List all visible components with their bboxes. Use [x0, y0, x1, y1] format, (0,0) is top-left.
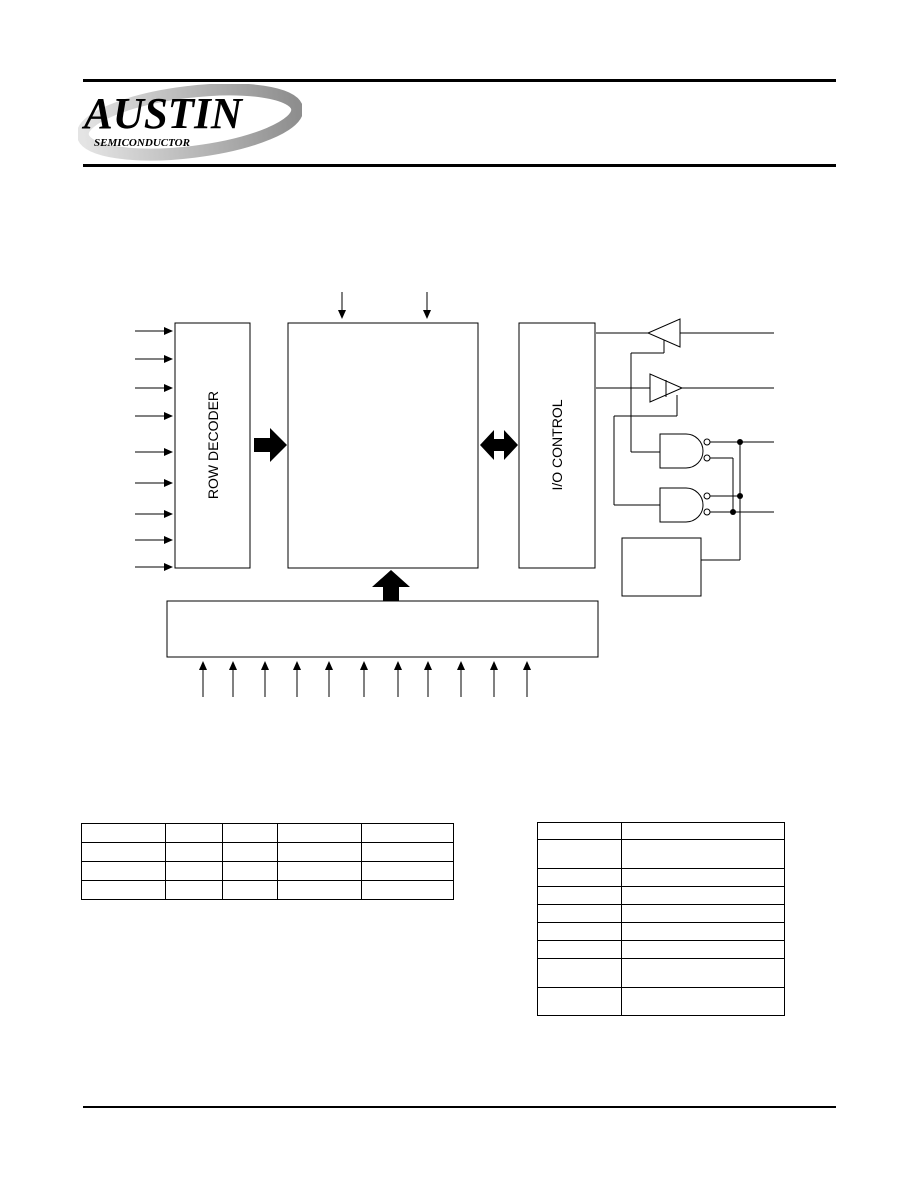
decoder-to-array-bus-arrow — [254, 428, 287, 462]
table-row — [537, 940, 785, 959]
column-decoder-block — [166, 600, 599, 658]
io-logic — [596, 318, 774, 561]
logo-wordmark: AUSTIN — [81, 89, 244, 138]
nand-gate — [659, 433, 704, 469]
table-row — [537, 987, 785, 1016]
truth-table — [81, 823, 454, 900]
logo-subtitle: SEMICONDUCTOR — [94, 137, 190, 149]
table-row — [537, 868, 785, 887]
header-top-rule — [83, 79, 836, 82]
austin-semiconductor-logo: AUSTIN SEMICONDUCTOR — [78, 84, 302, 161]
table-row — [537, 958, 785, 988]
table-row — [537, 904, 785, 923]
table-row — [537, 922, 785, 941]
footer-rule — [83, 1106, 836, 1108]
row-decoder-label: ROW DECODER — [205, 391, 221, 499]
io-control-block — [518, 322, 596, 569]
table-row — [537, 886, 785, 905]
table-row — [81, 880, 454, 900]
header-bottom-rule — [83, 164, 836, 167]
left-address-inputs — [135, 327, 173, 571]
logo-swoosh — [78, 84, 302, 161]
pin-table — [537, 822, 785, 1016]
table-row — [81, 842, 454, 862]
memory-array-block — [287, 322, 479, 569]
table-row — [537, 822, 785, 840]
nand-gate — [659, 487, 704, 523]
bottom-address-inputs — [199, 661, 531, 697]
power-down-block — [621, 537, 702, 597]
table-row — [81, 861, 454, 881]
column-to-array-bus-arrow — [372, 570, 410, 601]
array-io-bidirectional-bus-arrow — [480, 430, 518, 460]
table-row — [537, 839, 785, 869]
table-row — [81, 823, 454, 843]
row-decoder-block — [174, 322, 251, 569]
top-control-inputs — [338, 292, 431, 319]
junction-dots — [730, 439, 743, 515]
io-control-label: I/O CONTROL — [549, 399, 565, 490]
